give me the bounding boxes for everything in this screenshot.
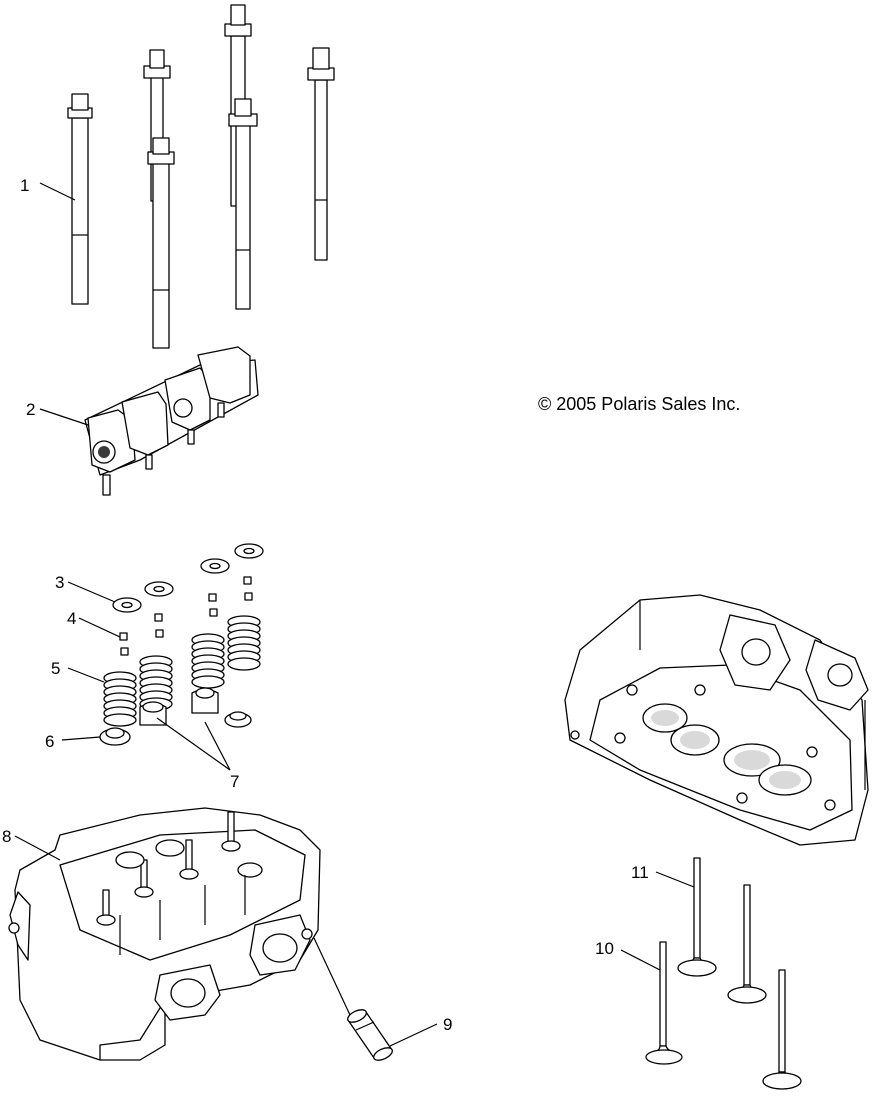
valve-keeper: [154, 613, 164, 638]
exhaust-valve: [762, 969, 802, 1090]
valve-keeper: [243, 576, 253, 601]
spring-retainer: [200, 558, 230, 574]
valve-stem-seal: [191, 687, 219, 714]
valve-keepers: [119, 576, 253, 656]
valve-spring: [227, 615, 261, 671]
callout-6: 6: [45, 732, 54, 751]
callout-11: 11: [631, 863, 649, 882]
head-bolt: [147, 137, 175, 349]
spring-retainer: [234, 543, 264, 559]
callout-3: 3: [55, 573, 64, 592]
intake-valve: [645, 941, 683, 1065]
cylinder-head-underside: [564, 594, 869, 846]
cylinder-head: [8, 807, 321, 1061]
dowel-pin: [347, 1009, 393, 1061]
valves: [645, 857, 802, 1090]
spring-retainer: [144, 581, 174, 597]
valve-keeper: [208, 593, 218, 617]
callout-labels: 1 2 3 4 5 6 7 8 9 10 11: [2, 176, 649, 1034]
callout-7: 7: [230, 772, 239, 791]
spring-seat: [224, 711, 252, 728]
valve-spring: [103, 671, 137, 727]
callout-5: 5: [51, 659, 60, 678]
callout-10: 10: [595, 939, 614, 958]
callout-2: 2: [26, 400, 35, 419]
spring-retainer: [112, 597, 142, 613]
callout-1: 1: [20, 176, 29, 195]
spring-coil: [191, 675, 225, 689]
leader-lines: [14, 182, 695, 1047]
spring-seat: [99, 727, 131, 746]
head-bolts: [67, 4, 335, 349]
head-bolt: [307, 47, 335, 261]
spring-seats-and-seals: [99, 687, 252, 746]
head-bolt: [67, 93, 93, 305]
rocker-arm-assembly: [84, 346, 259, 496]
valve-spring: [191, 633, 225, 689]
spring-retainers: [112, 543, 264, 613]
exhaust-valve: [677, 857, 717, 977]
callout-8: 8: [2, 827, 11, 846]
copyright-notice: © 2005 Polaris Sales Inc.: [538, 394, 740, 414]
spring-coil: [227, 657, 261, 671]
valve-springs: [103, 615, 261, 727]
spring-coil: [103, 713, 137, 727]
valve-keeper: [119, 632, 129, 656]
callout-4: 4: [67, 609, 76, 628]
callout-9: 9: [443, 1015, 452, 1034]
intake-valve: [727, 884, 767, 1004]
head-bolt: [228, 98, 258, 310]
valve-spring: [139, 655, 173, 711]
